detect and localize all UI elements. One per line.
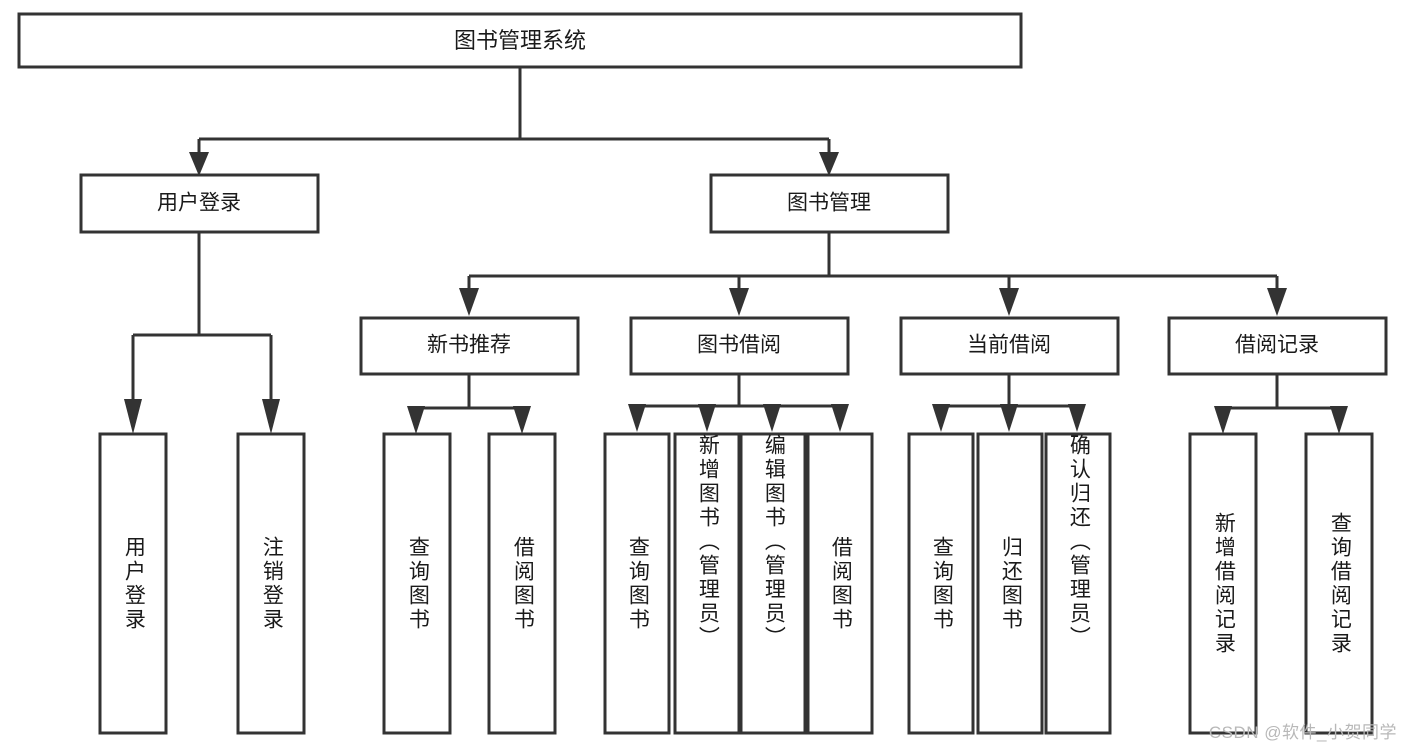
arrow-to-leaf-query-book-1	[407, 406, 425, 434]
node-book-manage-label: 图书管理	[787, 192, 871, 215]
arrow-to-leaf-logout	[262, 399, 280, 434]
node-current-borrow-label: 当前借阅	[967, 334, 1051, 357]
leaf-box-query-book-2[interactable]	[603, 432, 671, 735]
node-book-manage[interactable]: 图书管理	[709, 173, 950, 234]
arrow-to-leaf-query-book-2	[628, 404, 646, 432]
arrow-to-leaf-borrow-book-2	[831, 404, 849, 432]
leaf-box-user-login[interactable]	[98, 432, 168, 735]
leaf-box-return-book[interactable]	[976, 432, 1044, 735]
arrow-to-leaf-query-record	[1330, 406, 1348, 434]
connector-group-user-login	[124, 232, 280, 434]
node-borrow-record[interactable]: 借阅记录	[1167, 316, 1388, 376]
arrow-to-borrow-record	[1267, 288, 1287, 316]
connector-group-root	[189, 67, 839, 176]
arrow-to-leaf-query-book-3	[932, 404, 950, 432]
leaf-box-query-book-3[interactable]	[907, 432, 975, 735]
leaf-box-add-book[interactable]	[673, 432, 741, 735]
node-new-book-rec-label: 新书推荐	[427, 334, 511, 357]
arrow-to-new-book-rec	[459, 288, 479, 316]
leaf-box-confirm-return[interactable]	[1044, 432, 1112, 735]
node-book-borrow[interactable]: 图书借阅	[629, 316, 850, 376]
arrow-to-leaf-add-book	[698, 404, 716, 432]
leaf-box-query-book-1[interactable]	[382, 432, 452, 735]
arrow-to-leaf-return-book	[1000, 404, 1018, 432]
arrow-to-leaf-borrow-book-1	[513, 406, 531, 434]
arrow-to-book-borrow	[729, 288, 749, 316]
node-user-login[interactable]: 用户登录	[79, 173, 320, 234]
connector-group-new-book-rec	[407, 374, 531, 434]
arrow-to-leaf-user-login	[124, 399, 142, 434]
arrow-to-leaf-add-record	[1214, 406, 1232, 434]
leaf-box-borrow-book-1[interactable]	[487, 432, 557, 735]
arrow-to-book-manage	[819, 152, 839, 176]
leaf-box-borrow-book-2[interactable]	[806, 432, 874, 735]
leaf-box-logout[interactable]	[236, 432, 306, 735]
node-root-box[interactable]	[17, 12, 1023, 69]
node-new-book-rec-box[interactable]	[359, 316, 580, 376]
connector-group-book-manage	[459, 232, 1287, 316]
leaf-box-add-record[interactable]	[1188, 432, 1258, 735]
arrow-to-leaf-confirm-return	[1068, 404, 1086, 432]
node-book-borrow-box[interactable]	[629, 316, 850, 376]
connector-group-current-borrow	[932, 374, 1086, 432]
node-new-book-rec[interactable]: 新书推荐	[359, 316, 580, 376]
node-user-login-box[interactable]	[79, 173, 320, 234]
leaf-box-edit-book[interactable]	[739, 432, 807, 735]
node-book-borrow-label: 图书借阅	[697, 334, 781, 357]
node-user-login-label: 用户登录	[157, 192, 241, 215]
arrow-to-current-borrow	[999, 288, 1019, 316]
arrow-to-leaf-edit-book	[763, 404, 781, 432]
arrow-to-user-login	[189, 152, 209, 176]
node-current-borrow-box[interactable]	[899, 316, 1120, 376]
node-root-label: 图书管理系统	[454, 28, 586, 53]
connector-group-borrow-record	[1214, 374, 1348, 434]
connector-group-book-borrow	[628, 374, 849, 432]
node-borrow-record-label: 借阅记录	[1235, 334, 1319, 357]
node-root[interactable]: 图书管理系统	[17, 12, 1023, 69]
node-book-manage-box[interactable]	[709, 173, 950, 234]
node-current-borrow[interactable]: 当前借阅	[899, 316, 1120, 376]
node-borrow-record-box[interactable]	[1167, 316, 1388, 376]
csdn-watermark: CSDN @软件_小贺同学	[1208, 723, 1397, 742]
leaf-box-query-record[interactable]	[1304, 432, 1374, 735]
